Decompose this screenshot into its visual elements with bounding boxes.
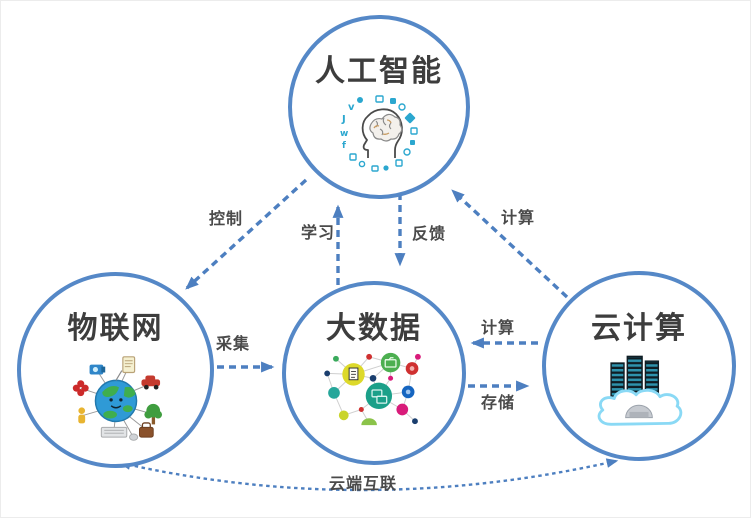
node-bigdata-title: 大数据 — [326, 311, 422, 346]
svg-text:w: w — [340, 129, 348, 139]
edge-label-store: 存储 — [480, 393, 516, 412]
svg-text:v: v — [348, 102, 355, 113]
bigdata-network-icon — [324, 352, 421, 426]
bigdata-folder-node — [380, 352, 401, 373]
iot-keyboard-icon — [100, 426, 127, 438]
node-bigdata: 大数据 — [282, 281, 466, 465]
disk-base — [629, 411, 649, 418]
edge-compute-ai-arrow — [451, 189, 569, 299]
iot-camera-icon — [89, 364, 105, 375]
node-ai: 人工智能 f w J v — [288, 15, 470, 199]
iot-person-icon — [77, 407, 85, 424]
edge-label-control: 控制 — [208, 209, 244, 228]
edge-label-cloud-interlink: 云端互联 — [328, 474, 398, 493]
edge-control-arrow — [185, 178, 308, 290]
node-cloud-title: 云计算 — [591, 311, 687, 346]
iot-tree-icon — [143, 403, 162, 425]
svg-text:J: J — [341, 114, 346, 125]
node-iot: 物联网 — [17, 272, 214, 468]
cloud-servers-icon — [597, 355, 683, 426]
iot-suitcase-icon — [138, 422, 154, 438]
bigdata-doc-node — [342, 363, 365, 386]
node-cloud: 云计算 — [542, 271, 736, 461]
ai-brain-icon: f w J v — [340, 95, 418, 172]
svg-text:f: f — [342, 141, 346, 151]
iot-mouse-icon — [128, 433, 138, 441]
node-ai-title: 人工智能 — [315, 54, 443, 89]
bigdata-share-node — [365, 382, 393, 409]
edge-label-learn: 学习 — [300, 223, 336, 242]
node-iot-title: 物联网 — [67, 311, 164, 346]
iot-tablet-icon — [121, 356, 135, 374]
iot-globe-icon — [72, 356, 162, 441]
iot-car-icon — [140, 375, 160, 390]
iot-medical-icon — [72, 380, 89, 397]
edge-label-collect: 采集 — [215, 334, 251, 353]
edge-cloud-interlink-arrow — [118, 458, 619, 492]
edge-label-compute-bd: 计算 — [480, 318, 516, 337]
edge-label-feedback: 反馈 — [411, 224, 447, 243]
edge-label-compute-ai: 计算 — [500, 208, 536, 227]
